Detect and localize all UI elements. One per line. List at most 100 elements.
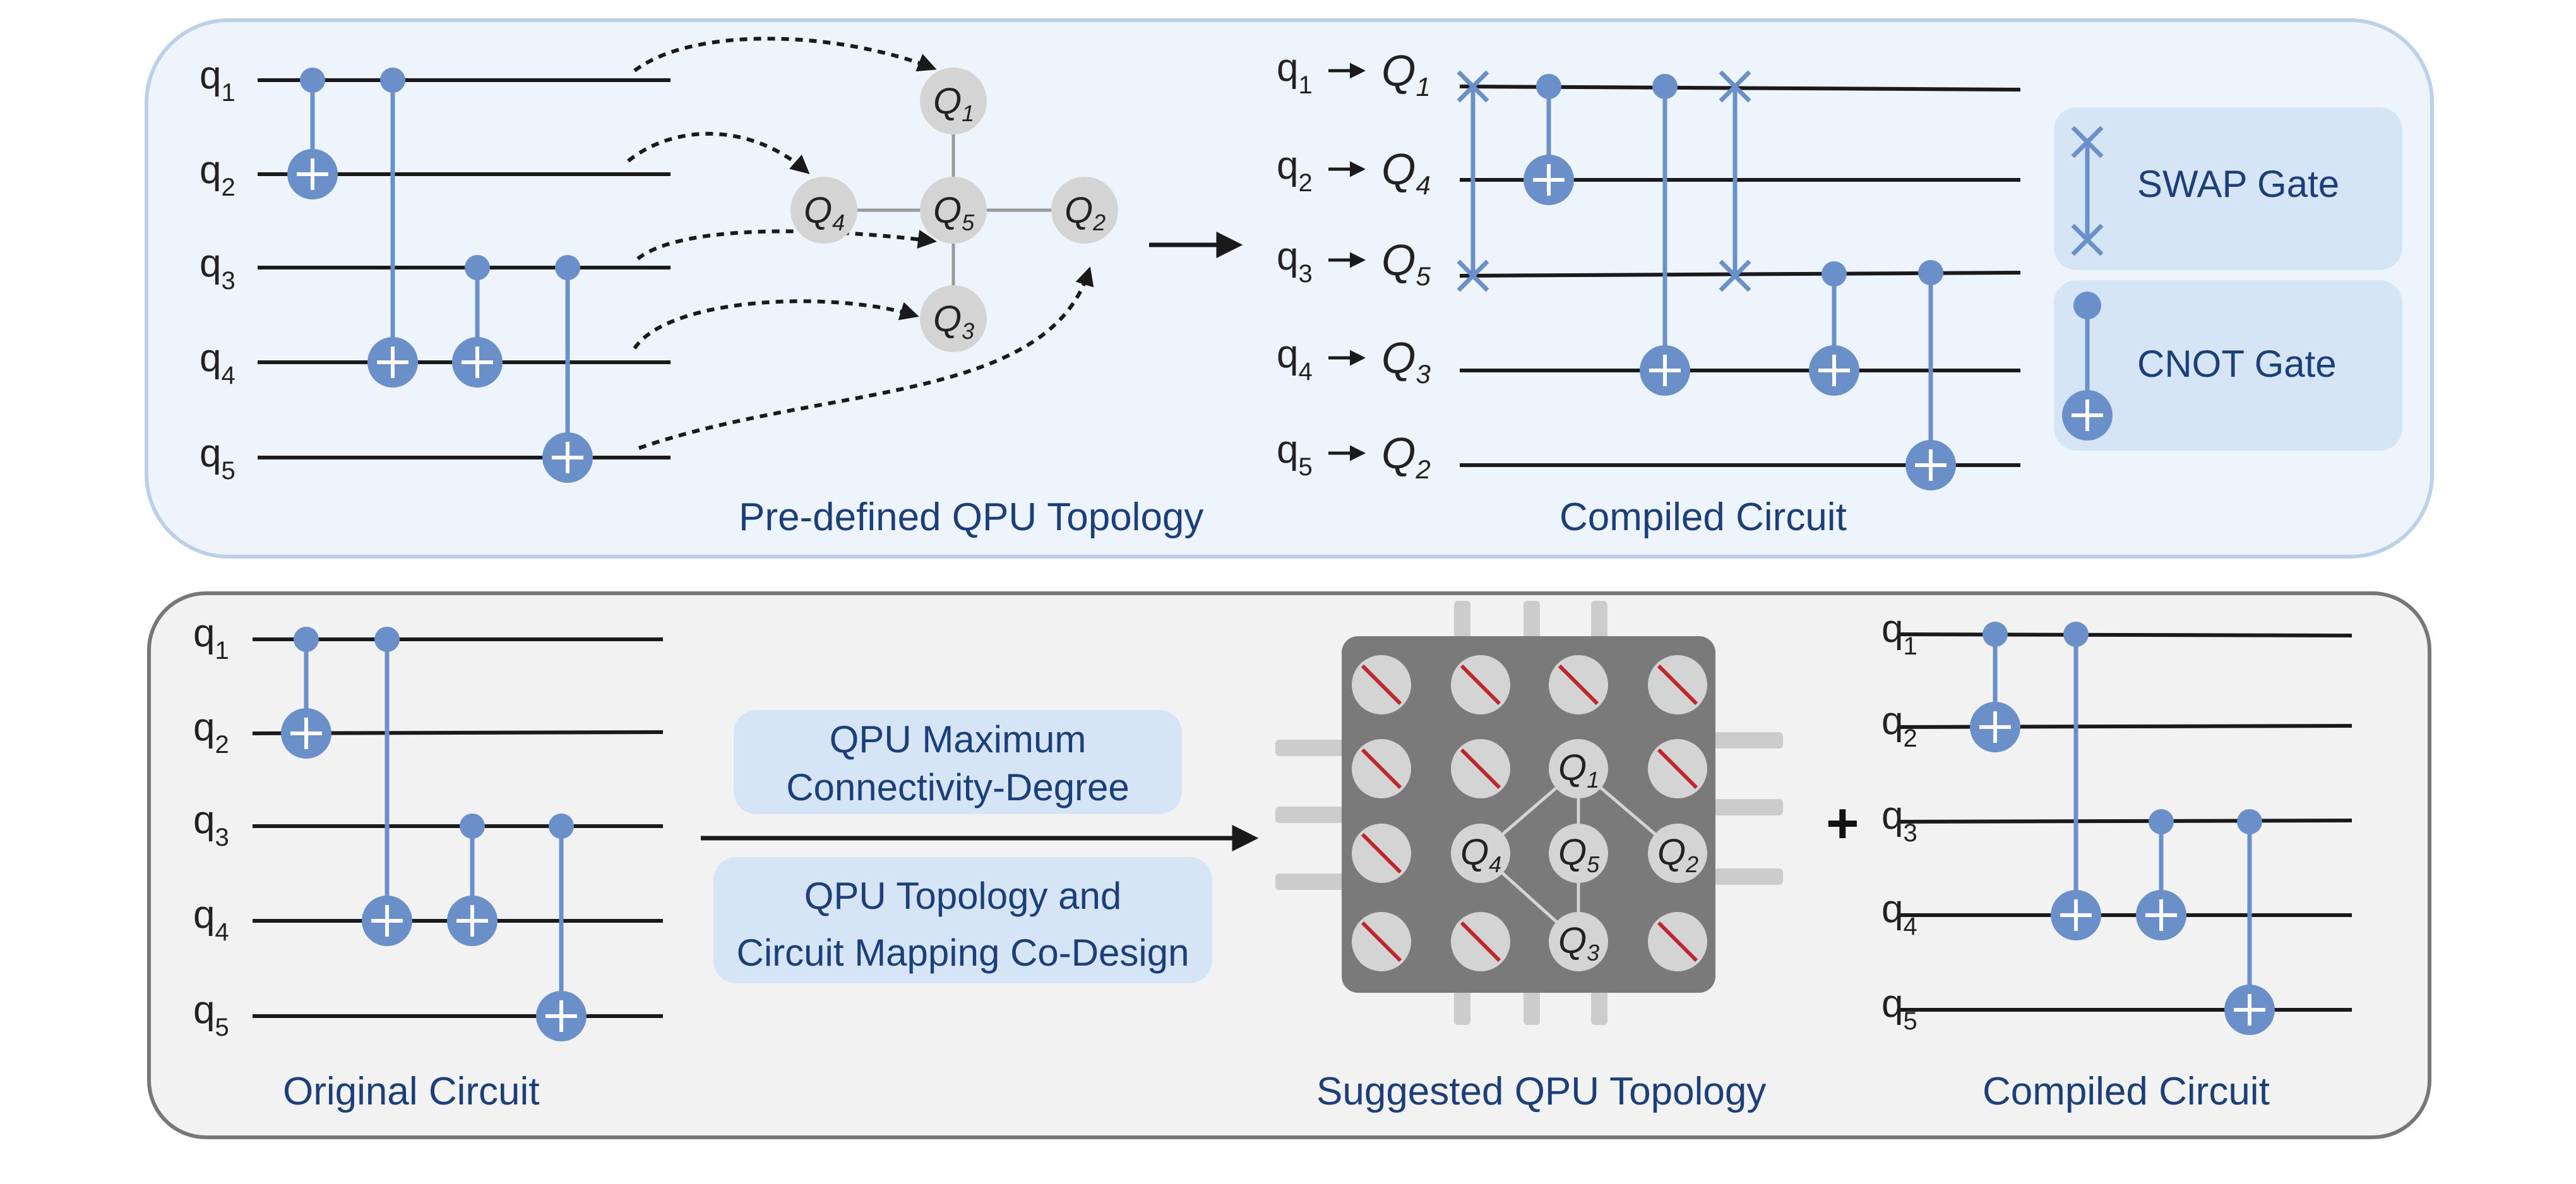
qubit-label: q4	[193, 893, 229, 946]
disabled-qubit	[1451, 655, 1510, 714]
qubit-label: q1	[1881, 607, 1917, 660]
mapping-labels: q1 Q1 q2 Q4 q3 Q5 q4 Q3 q5	[1277, 46, 1431, 484]
active-qubit: Q2	[1648, 824, 1707, 883]
top-panel	[145, 18, 2434, 559]
svg-text:Q5: Q5	[1558, 832, 1600, 877]
qubit-label: q4	[200, 336, 236, 389]
swap-gate	[1719, 70, 1751, 292]
qubit-label: q2	[200, 148, 236, 201]
svg-text:Q4: Q4	[804, 190, 845, 235]
topology-node: Q3	[920, 285, 987, 352]
svg-text:q5: q5	[1277, 428, 1313, 481]
bottom-panel	[147, 591, 2431, 1139]
qubit-label: q2	[193, 706, 229, 759]
mapping-row: q2 Q4	[1277, 144, 1431, 200]
codesign-box	[713, 857, 1212, 983]
mapping-row: q4 Q3	[1277, 333, 1431, 389]
max-degree-line2: Connectivity-Degree	[786, 766, 1130, 808]
qubit-label: q1	[200, 54, 236, 107]
disabled-qubit	[1648, 912, 1707, 971]
chip-body	[1342, 636, 1715, 993]
swap-legend-icon	[2071, 126, 2104, 256]
cnot-gate	[1905, 260, 1956, 490]
svg-text:Q3: Q3	[933, 299, 974, 344]
cnot-gate	[287, 68, 338, 199]
original-caption: Original Circuit	[283, 1070, 540, 1113]
svg-text:Q3: Q3	[1558, 920, 1599, 966]
svg-text:q2: q2	[1277, 144, 1313, 197]
cnot-gate	[2051, 622, 2101, 940]
active-qubit: Q5	[1549, 824, 1608, 883]
qubit-label: q3	[193, 798, 229, 851]
disabled-qubit	[1549, 655, 1608, 714]
qubit-label: q3	[1881, 794, 1917, 847]
svg-text:Q1: Q1	[1558, 747, 1599, 793]
codesign-line2: Circuit Mapping Co-Design	[737, 932, 1190, 974]
codesign-line1: QPU Topology and	[804, 875, 1122, 917]
wire	[1897, 724, 2352, 729]
svg-text:Q1: Q1	[1381, 46, 1431, 102]
svg-text:Q4: Q4	[1460, 832, 1501, 877]
cnot-gate	[452, 255, 503, 388]
bottom-original-circuit: q1 q2 q3 q4 q5	[193, 612, 664, 1041]
qubit-label: q4	[1881, 887, 1917, 940]
svg-text:Q2: Q2	[1657, 832, 1698, 877]
top-input-labels: q1 q2 q3 q4 q5	[200, 54, 236, 485]
qubit-label: q5	[200, 432, 236, 485]
disabled-qubit	[1352, 912, 1411, 971]
active-qubit: Q1	[1549, 739, 1608, 798]
mapping-arrow	[638, 266, 1094, 450]
qubit-label: q5	[193, 988, 229, 1041]
cnot-gate	[2224, 809, 2275, 1035]
gate-legend: SWAP Gate CNOT Gate	[2054, 107, 2402, 451]
disabled-qubit	[1648, 739, 1707, 798]
top-input-circuit: q1 q2 q3 q4 q5	[200, 54, 671, 485]
cnot-gate	[1524, 74, 1574, 205]
cnot-gate	[1640, 74, 1690, 396]
svg-text:q1: q1	[1277, 46, 1313, 99]
swap-gate	[1457, 70, 1489, 292]
cnot-gate	[2136, 809, 2186, 940]
svg-text:Q4: Q4	[1381, 145, 1431, 200]
qubit-label: q5	[1881, 982, 1917, 1035]
top-compiled-circuit: q1 Q1 q2 Q4 q3 Q5 q4 Q3 q5	[1277, 46, 2021, 490]
cnot-gate	[1809, 261, 1859, 396]
cnot-gate	[1970, 622, 2020, 752]
bottom-compiled-caption: Compiled Circuit	[1983, 1070, 2270, 1113]
max-degree-line1: QPU Maximum	[830, 718, 1087, 761]
cnot-gate	[281, 627, 331, 759]
suggested-qpu-chip: Q1 Q4 Q5 Q2 Q3	[1275, 601, 1783, 1025]
mapping-arrows	[627, 37, 1094, 450]
topology-node: Q5	[920, 177, 987, 244]
disabled-qubit	[1451, 912, 1510, 971]
top-compiled-caption: Compiled Circuit	[1559, 495, 1847, 539]
svg-text:Q1: Q1	[933, 81, 974, 126]
chip-grid: Q1 Q4 Q5 Q2 Q3	[1352, 655, 1707, 971]
wire	[1897, 819, 2352, 824]
max-degree-box	[734, 710, 1182, 814]
mapping-row: q3 Q5	[1277, 235, 1431, 291]
active-qubit: Q3	[1549, 912, 1608, 971]
method-boxes: QPU Maximum Connectivity-Degree QPU Topo…	[713, 710, 1212, 983]
svg-text:Q5: Q5	[933, 190, 975, 235]
disabled-qubit	[1451, 739, 1510, 798]
qubit-label: q1	[193, 612, 229, 665]
cnot-gate	[367, 68, 418, 388]
swap-legend-label: SWAP Gate	[2137, 163, 2339, 205]
svg-text:q4: q4	[1277, 333, 1313, 386]
cnot-gate	[536, 814, 587, 1041]
disabled-qubit	[1352, 824, 1411, 883]
disabled-qubit	[1352, 655, 1411, 714]
disabled-qubit	[1352, 739, 1411, 798]
svg-text:Q2: Q2	[1064, 190, 1106, 235]
cnot-gate	[362, 627, 412, 946]
bottom-labels: q1 q2 q3 q4 q5	[193, 612, 229, 1041]
cnot-legend-icon	[2062, 292, 2113, 441]
plus-sign: +	[1826, 792, 1859, 855]
cnot-legend-box	[2054, 280, 2402, 451]
predefined-topology: Q1 Q4 Q5 Q3 Q2	[790, 68, 1118, 352]
svg-text:q3: q3	[1277, 235, 1313, 288]
cnot-gate	[542, 255, 593, 483]
mapping-row: q5 Q2	[1277, 428, 1431, 484]
